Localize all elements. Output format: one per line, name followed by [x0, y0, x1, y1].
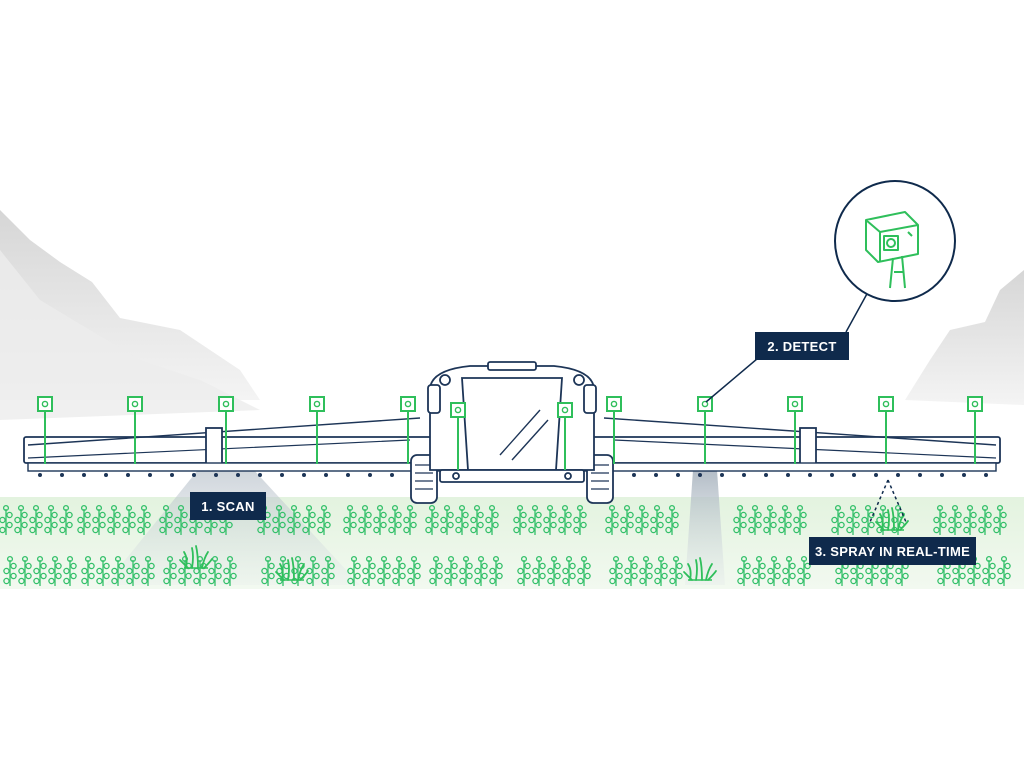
- nozzle-icon: [632, 473, 636, 477]
- nozzle-icon: [720, 473, 724, 477]
- nozzle-icon: [60, 473, 64, 477]
- background-mountains: [0, 210, 1024, 420]
- nozzle-icon: [104, 473, 108, 477]
- nozzle-icon: [346, 473, 350, 477]
- nozzle-icon: [390, 473, 394, 477]
- nozzle-icon: [874, 473, 878, 477]
- nozzle-icon: [148, 473, 152, 477]
- boom-nozzles: [38, 473, 988, 477]
- nozzle-icon: [170, 473, 174, 477]
- nozzle-icon: [236, 473, 240, 477]
- detect-label: 2. DETECT: [755, 332, 849, 360]
- scan-label: 1. SCAN: [190, 492, 266, 520]
- nozzle-icon: [676, 473, 680, 477]
- nozzle-icon: [82, 473, 86, 477]
- nozzle-icon: [654, 473, 658, 477]
- nozzle-icon: [808, 473, 812, 477]
- nozzle-icon: [830, 473, 834, 477]
- nozzle-icon: [742, 473, 746, 477]
- nozzle-icon: [764, 473, 768, 477]
- nozzle-icon: [192, 473, 196, 477]
- nozzle-icon: [258, 473, 262, 477]
- nozzle-icon: [940, 473, 944, 477]
- detect-callout: [705, 180, 956, 403]
- nozzle-icon: [984, 473, 988, 477]
- nozzle-icon: [698, 473, 702, 477]
- nozzle-icon: [852, 473, 856, 477]
- nozzle-icon: [896, 473, 900, 477]
- nozzle-icon: [918, 473, 922, 477]
- scan-beams: [105, 455, 725, 585]
- nozzle-icon: [38, 473, 42, 477]
- camera-sensor-icon: [865, 211, 919, 289]
- nozzle-icon: [786, 473, 790, 477]
- nozzle-icon: [962, 473, 966, 477]
- spray-cone: [869, 479, 907, 523]
- nozzle-icon: [368, 473, 372, 477]
- sprayer-tractor-icon: [410, 361, 614, 504]
- nozzle-icon: [126, 473, 130, 477]
- nozzle-icon: [214, 473, 218, 477]
- nozzle-icon: [302, 473, 306, 477]
- nozzle-icon: [324, 473, 328, 477]
- spray-label: 3. SPRAY IN REAL-TIME: [809, 537, 976, 565]
- nozzle-icon: [280, 473, 284, 477]
